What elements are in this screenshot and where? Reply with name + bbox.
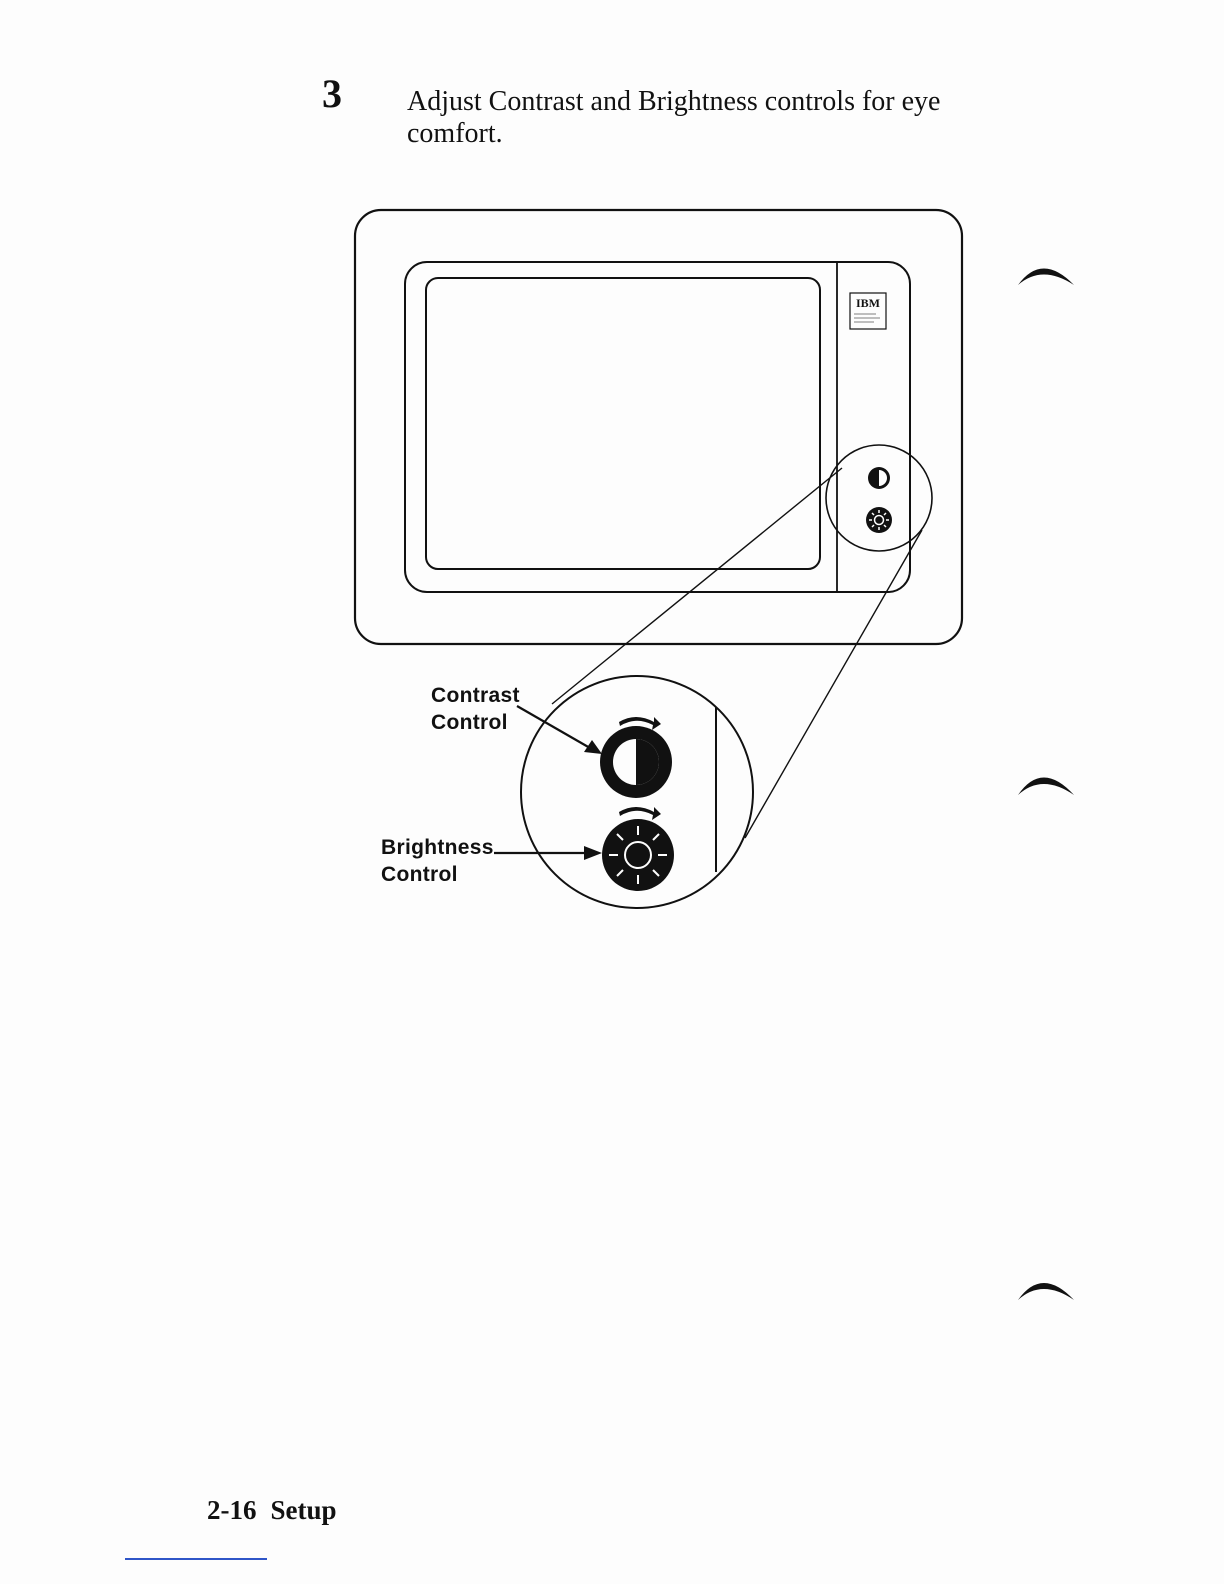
contrast-icon: [600, 726, 672, 798]
contrast-pointer-arrow: [517, 706, 602, 754]
ibm-logo-text: IBM: [856, 296, 880, 310]
rotate-arrow-icon: [619, 807, 661, 820]
contrast-icon: [868, 467, 890, 489]
step-instruction: Adjust Contrast and Brightness controls …: [407, 86, 1027, 150]
brightness-pointer-arrow: [494, 846, 602, 860]
bottom-rule: [125, 1558, 267, 1560]
page-number: 2-16: [207, 1495, 257, 1525]
monitor-bezel: [405, 262, 910, 592]
brightness-icon: [866, 507, 892, 533]
zoom-source-circle: [826, 445, 932, 551]
rotate-arrow-icon: [619, 717, 661, 730]
monitor-outer-case: [355, 210, 962, 644]
page-tab-mark-icon: [1018, 269, 1074, 286]
contrast-control-label: Contrast Control: [431, 682, 520, 736]
zoom-line-right: [745, 530, 922, 838]
page-footer: 2-16 Setup: [207, 1497, 337, 1524]
section-name: Setup: [271, 1495, 337, 1525]
brightness-icon: [602, 819, 674, 891]
ibm-logo-badge: IBM: [850, 293, 886, 329]
page-tab-mark-icon: [1018, 1283, 1074, 1300]
zoom-line-left: [552, 468, 842, 704]
step-number: 3: [322, 74, 342, 114]
brightness-control-label: Brightness Control: [381, 834, 494, 888]
zoom-detail-circle: [521, 676, 753, 908]
monitor-screen: [426, 278, 820, 569]
page-tab-mark-icon: [1018, 778, 1074, 796]
